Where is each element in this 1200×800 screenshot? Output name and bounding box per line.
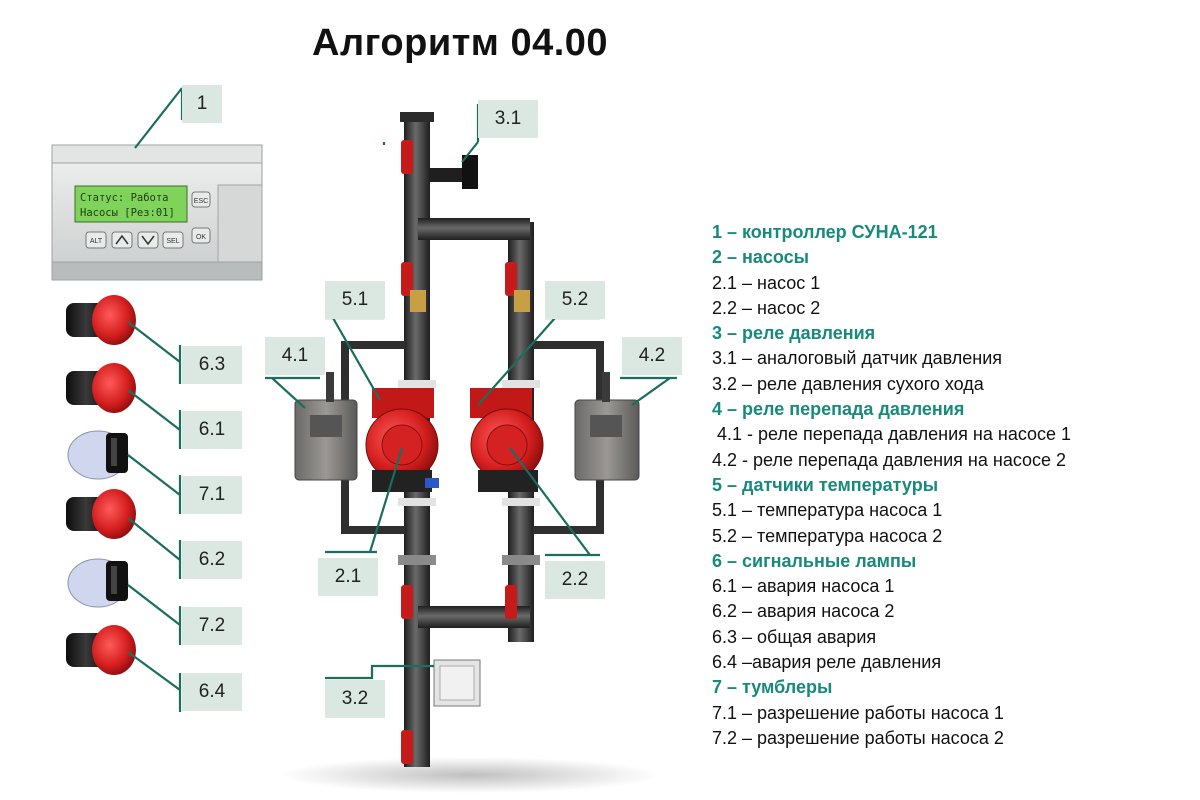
legend-row: 3.1 – аналоговый датчик давления [712,348,1003,369]
legend-row: 5.2 – температура насоса 2 [712,525,943,546]
legend-row: 7.1 – разрешение работы насоса 1 [712,702,1004,723]
legend-row: 4 – реле перепада давления [712,399,965,420]
lamp-6-1 [66,363,136,413]
sel-button-label: SEL [166,238,179,245]
esc-button-label: ESC [194,198,208,205]
callout-5-2: 5.2 [545,281,605,319]
legend-row: 7 – тумблеры [712,677,833,698]
legend-row: 4.2 - реле перепада давления на насосе 2 [712,449,1067,470]
switch-7-1 [67,430,129,480]
diagram-title: Алгоритм 04.00 [312,22,609,64]
callout-2-2: 2.2 [545,561,605,599]
lamp-6-2 [66,489,136,539]
legend-row: 5.1 – температура насоса 1 [712,500,943,521]
alt-button-label: ALT [90,238,103,245]
ok-button-label: OK [196,234,206,241]
up-arrow-icon [115,234,129,245]
legend-row: 2.1 – насос 1 [712,272,821,293]
controller-suna-121: Статус: Работа Насосы [Рез:01] ESC ALT S… [51,144,263,281]
legend-row: 6 – сигнальные лампы [712,550,917,571]
legend-row: 6.3 – общая авария [712,626,877,647]
diff-pressure-relay-4-2 [574,372,640,481]
callout-4-2: 4.2 [622,337,682,375]
legend-row: 3.2 – реле давления сухого хода [712,373,984,394]
callout-6-3: 6.3 [182,346,242,384]
lamp-6-3 [66,295,136,345]
legend: 1 – контроллер СУНА-121 2 – насосы 2.1 –… [712,220,1172,751]
pump-2-2 [470,388,544,492]
legend-row: 2.2 – насос 2 [712,297,821,318]
legend-row: 1 – контроллер СУНА-121 [712,222,938,242]
legend-row: 3 – реле давления [712,323,876,344]
legend-row: 2 – насосы [712,247,810,268]
callout-1: 1 [182,85,222,123]
callout-3-1: 3.1 [478,100,538,138]
piping [341,112,604,767]
lamp-6-4 [66,625,136,675]
callout-5-1: 5.1 [325,281,385,319]
legend-row: 6.4 –авария реле давления [712,652,942,673]
pump-2-1 [365,388,439,492]
callout-7-2: 7.2 [182,607,242,645]
down-arrow-icon [141,235,155,246]
legend-row: 7.2 – разрешение работы насоса 2 [712,727,1004,748]
legend-row: 5 – датчики температуры [712,474,939,495]
lcd-line-2: Насосы [Рез:01] [80,207,175,219]
callout-6-1: 6.1 [182,411,242,449]
legend-row: 6.2 – авария насоса 2 [712,601,895,622]
legend-row: 4.1 - реле перепада давления на насосе 1 [712,424,1072,445]
lcd-line-1: Статус: Работа [80,192,169,204]
callout-6-2: 6.2 [182,541,242,579]
callout-7-1: 7.1 [182,476,242,514]
switch-7-2 [67,558,129,608]
callout-4-1: 4.1 [265,337,325,375]
callout-3-2: 3.2 [325,680,385,718]
callout-6-4: 6.4 [182,673,242,711]
legend-row: 6.1 – авария насоса 1 [712,576,895,597]
callout-2-1: 2.1 [318,558,378,596]
diff-pressure-relay-4-1 [294,372,358,481]
